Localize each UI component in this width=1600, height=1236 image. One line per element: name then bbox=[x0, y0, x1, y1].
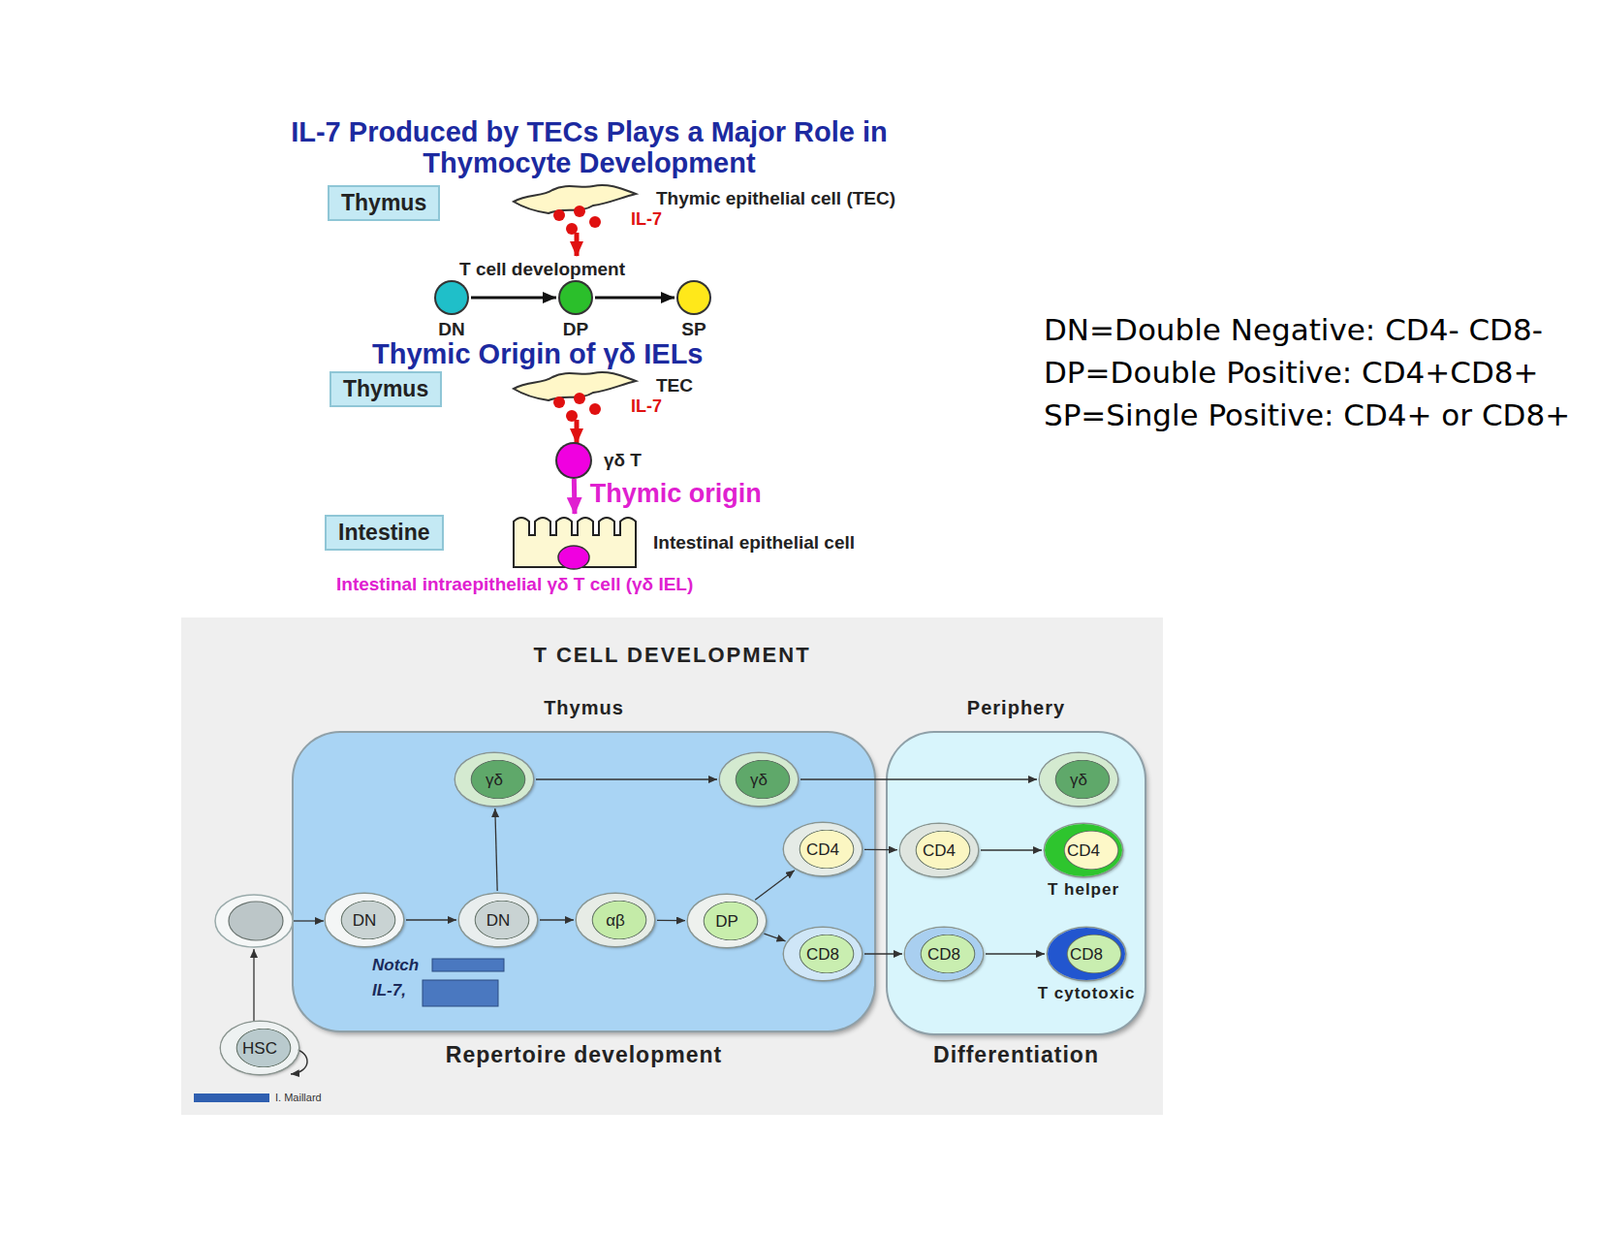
connector bbox=[495, 808, 498, 891]
logo-bar bbox=[193, 1093, 270, 1102]
node-text: Intestine bbox=[338, 519, 431, 545]
connector bbox=[539, 918, 574, 920]
label-box: Thymus bbox=[329, 187, 439, 220]
cell-node: CD4T helper bbox=[1044, 823, 1123, 877]
il7-dots bbox=[553, 392, 601, 422]
cover-rect bbox=[422, 979, 499, 1006]
node-text: DP bbox=[563, 318, 589, 341]
node-text: αβ bbox=[605, 910, 626, 930]
il7-dots bbox=[553, 205, 601, 235]
il7-arrow bbox=[574, 419, 580, 443]
connector bbox=[980, 848, 1042, 850]
text-label: T cell development bbox=[459, 258, 626, 281]
diagram-title: IL-7 Produced by TECs Plays a Major Role… bbox=[238, 116, 941, 179]
node-text: CD8 bbox=[806, 944, 840, 964]
self-renewal-arrow bbox=[290, 1048, 308, 1074]
cell-node: DN bbox=[459, 893, 537, 946]
cell-node: γδ bbox=[720, 752, 798, 806]
text-label: Thymic Origin of γδ IELs bbox=[372, 338, 703, 370]
connector bbox=[864, 848, 898, 851]
node-text: T cytotoxic bbox=[1037, 983, 1136, 1004]
node-text: Thymus bbox=[543, 695, 625, 720]
node-text: Thymus bbox=[343, 376, 429, 402]
node-text: Differentiation bbox=[933, 1041, 1099, 1068]
connector bbox=[800, 778, 1037, 780]
node-text: Periphery bbox=[967, 695, 1066, 720]
stage-circle: SP bbox=[678, 282, 710, 314]
connector bbox=[985, 952, 1045, 954]
node-text: CD8 bbox=[927, 944, 961, 964]
cell-node: CD4 bbox=[900, 823, 978, 877]
node-text: T CELL DEVELOPMENT bbox=[533, 642, 811, 668]
node-text: DN bbox=[438, 318, 465, 341]
cell-node: CD8 bbox=[784, 927, 862, 980]
arrow bbox=[252, 948, 254, 1021]
node-text: γδ T bbox=[603, 449, 642, 471]
abbreviation-note: DN=Double Negative: CD4- CD8- bbox=[1043, 308, 1593, 351]
connector bbox=[571, 478, 578, 514]
node-text: DP bbox=[715, 911, 739, 931]
node-text: CD4 bbox=[1066, 841, 1100, 860]
node-text: CD8 bbox=[1069, 944, 1103, 964]
node-text: Thymus bbox=[341, 189, 427, 216]
text-label: Notch bbox=[372, 955, 419, 975]
arrow bbox=[293, 919, 324, 921]
epithelium-drawing bbox=[510, 515, 640, 570]
cover-rect bbox=[432, 958, 504, 972]
development-panel: T CELL DEVELOPMENT ThymusRepertoire devel… bbox=[181, 617, 1163, 1115]
abbreviation-notes: DN=Double Negative: CD4- CD8-DP=Double P… bbox=[1043, 308, 1593, 437]
iel-cell bbox=[558, 545, 590, 569]
abbreviation-note: SP=Single Positive: CD4+ or CD8+ bbox=[1043, 393, 1593, 437]
node-text: γδ bbox=[485, 770, 503, 789]
connector bbox=[595, 296, 675, 300]
connector bbox=[657, 919, 686, 922]
cell-node: CD8 bbox=[905, 927, 983, 980]
label-box: Thymus bbox=[331, 373, 440, 406]
connector bbox=[763, 933, 785, 942]
intestinal-epithelium: Intestinal epithelial cell bbox=[510, 515, 640, 570]
edge-label: Thymic origin bbox=[590, 478, 762, 508]
cell-node: DN bbox=[325, 893, 404, 946]
cell-node: γδ bbox=[1039, 752, 1118, 806]
abbreviation-note: DP=Double Positive: CD4+CD8+ bbox=[1043, 350, 1593, 394]
text-label: TEC bbox=[656, 375, 693, 397]
text-label: IL-7, bbox=[372, 980, 407, 1001]
node-text: Repertoire development bbox=[445, 1041, 722, 1068]
periphery-region: PeripheryDifferentiationγδCD4CD4T helper… bbox=[887, 732, 1145, 1034]
cell-node: γδ bbox=[455, 752, 534, 806]
connector bbox=[470, 296, 557, 300]
cell-node: DP bbox=[688, 894, 766, 947]
node-text: DN bbox=[352, 910, 377, 930]
node-text: γδ bbox=[1069, 770, 1088, 789]
text-label: Thymic epithelial cell (TEC) bbox=[656, 188, 896, 210]
connector bbox=[535, 778, 718, 780]
node-text: CD4 bbox=[806, 840, 840, 859]
node-text: SP bbox=[681, 318, 706, 341]
label-box: Intestine bbox=[326, 516, 442, 549]
cell-node: CD8T cytotoxic bbox=[1047, 927, 1126, 980]
node-text: Intestinal epithelial cell bbox=[653, 532, 855, 554]
stage-circle: DN bbox=[436, 282, 468, 314]
cell-node: HSC bbox=[220, 1021, 299, 1074]
stage-circle: DP bbox=[560, 282, 592, 314]
text-label: Intestinal intraepithelial γδ T cell (γδ… bbox=[336, 573, 693, 596]
node-text: CD4 bbox=[922, 841, 956, 860]
text-label: IL-7 bbox=[630, 396, 662, 417]
gamma-delta-cell: γδ T bbox=[557, 443, 591, 477]
cell-node: CD4 bbox=[784, 822, 862, 876]
node-text: γδ bbox=[750, 770, 768, 789]
text-label: I. Maillard bbox=[275, 1091, 322, 1104]
cell-node: αβ bbox=[576, 893, 655, 946]
il7-arrow bbox=[574, 232, 580, 256]
node-text: HSC bbox=[242, 1038, 278, 1058]
connector bbox=[754, 870, 795, 900]
connector bbox=[864, 952, 903, 954]
precursor-cell bbox=[215, 894, 293, 947]
precursor-nucleus bbox=[228, 901, 283, 941]
node-text: T helper bbox=[1047, 879, 1120, 900]
node-text: DN bbox=[486, 910, 511, 930]
connector bbox=[406, 918, 457, 920]
text-label: IL-7 bbox=[630, 209, 662, 230]
